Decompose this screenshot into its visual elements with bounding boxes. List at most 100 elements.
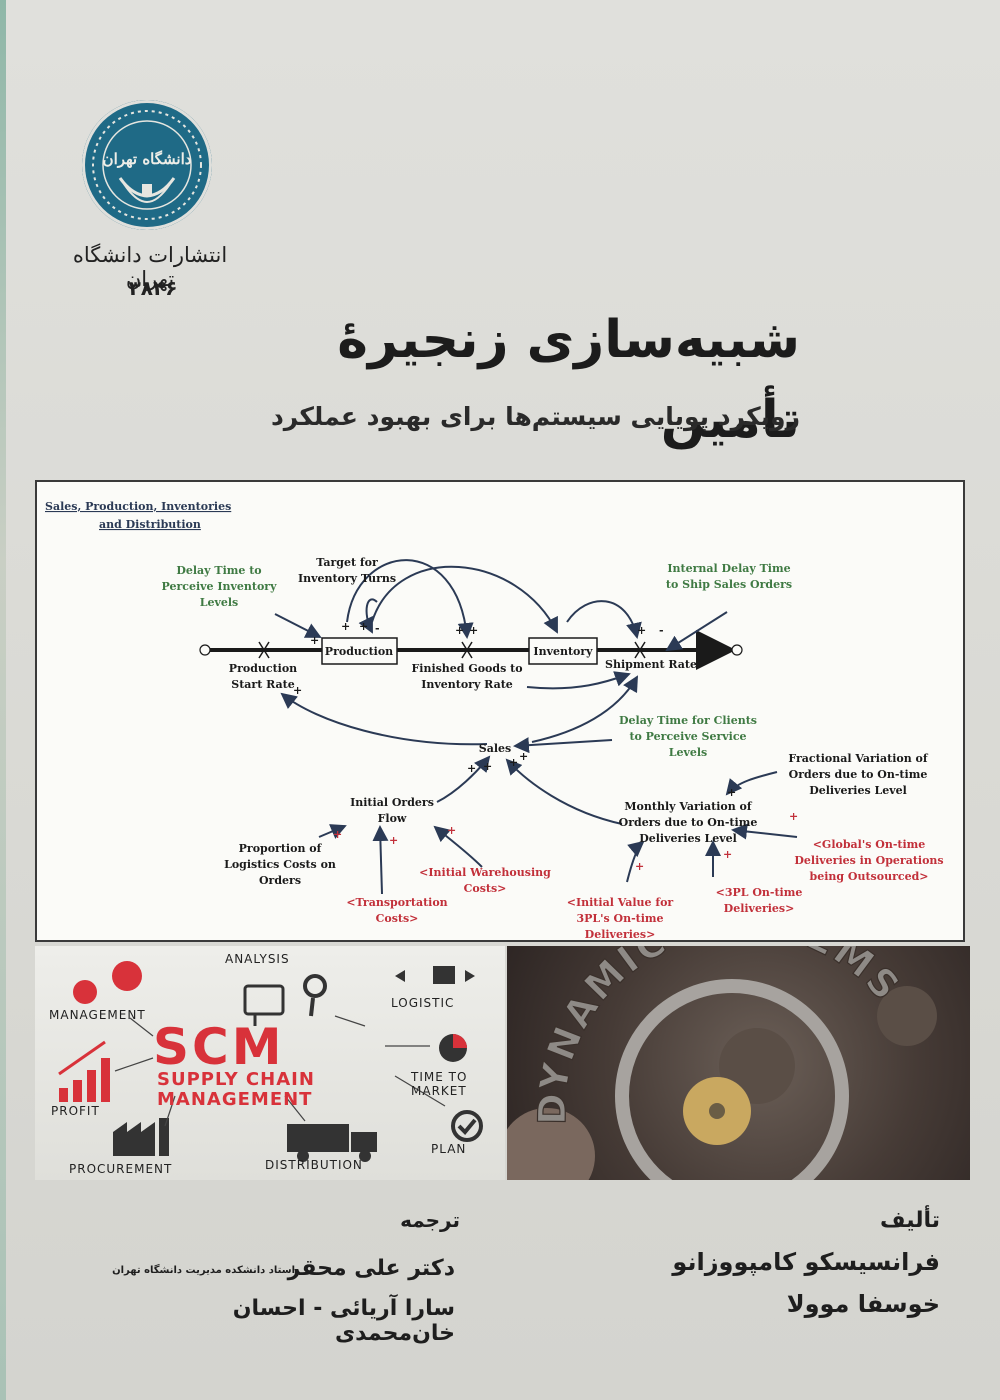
svg-text:+: +: [467, 762, 476, 775]
label-warehousing-1: <Initial Warehousing: [419, 866, 551, 879]
label-global-3: being Outsourced>: [810, 870, 929, 883]
label-shipment-rate: Shipment Rate: [605, 658, 697, 671]
svg-text:+: +: [359, 620, 368, 633]
svg-text:-: -: [659, 624, 664, 637]
scm-distribution: DISTRIBUTION: [265, 1158, 363, 1172]
scm-time-to-market: TIME TO MARKET: [411, 1070, 468, 1098]
plan-check-icon: [451, 1110, 483, 1142]
source-cloud-icon: [199, 644, 211, 656]
magnifier-icon: [303, 974, 327, 1017]
svg-text:+: +: [310, 634, 319, 647]
label-fractional-3: Deliveries Level: [809, 784, 907, 797]
author-1: فرانسیسکو کامپووزانو: [672, 1248, 940, 1276]
svg-text:+: +: [341, 620, 350, 633]
svg-text:-: -: [375, 622, 380, 635]
magnifier-ring-icon: [615, 979, 849, 1180]
svg-text:+: +: [483, 760, 492, 773]
translator-2: سارا آریائی - احسان خان‌محمدی: [232, 1296, 455, 1346]
logistic-icon: [395, 966, 475, 984]
label-initial-orders-1: Initial Orders: [350, 796, 434, 809]
scm-procurement: PROCUREMENT: [69, 1162, 173, 1176]
svg-text:+: +: [293, 684, 302, 697]
seal-text: دانشگاه تهران: [103, 150, 192, 168]
svg-text:+: +: [455, 624, 464, 637]
inventory-label: Inventory: [533, 645, 593, 658]
university-seal-icon: دانشگاه تهران: [82, 100, 212, 230]
microscope-icon: [243, 984, 285, 1026]
label-sales: Sales: [479, 742, 511, 755]
diagram-heading: Sales, Production, Inventories: [45, 500, 231, 513]
scm-analysis: ANALYSIS: [225, 952, 290, 966]
label-start-rate-2: Start Rate: [231, 678, 294, 691]
label-initial-3pl-1: <Initial Value for: [567, 896, 674, 909]
label-finished-goods-2: Inventory Rate: [421, 678, 513, 691]
author-heading: تألیف: [880, 1208, 940, 1233]
gears-icon: [73, 961, 142, 1004]
scm-plan: PLAN: [431, 1142, 467, 1156]
label-global-1: <Global's On-time: [813, 838, 926, 851]
production-label: Production: [325, 645, 393, 658]
label-internal-delay-2: to Ship Sales Orders: [666, 578, 792, 591]
label-warehousing-2: Costs>: [464, 882, 507, 895]
factory-icon: [113, 1118, 169, 1156]
diagram-heading-2: and Distribution: [99, 518, 201, 531]
translator-1-title: استاد دانشکده مدیریت دانشگاه تهران: [112, 1265, 295, 1276]
causal-loop-diagram: Sales, Production, Inventories and Distr…: [35, 480, 965, 942]
label-initial-orders-2: Flow: [378, 812, 407, 825]
gear-icon-2: [877, 986, 937, 1046]
pie-clock-icon: [439, 1034, 467, 1062]
svg-text:+: +: [723, 848, 732, 861]
profit-chart-icon: [58, 1040, 110, 1102]
label-monthly-3: Deliveries Level: [639, 832, 737, 845]
scm-image: ANALYSIS MANAGEMENT LOGISTIC SCM SUPPLY …: [35, 946, 505, 1180]
label-3pl-1: <3PL On-time: [716, 886, 803, 899]
svg-text:+: +: [635, 860, 644, 873]
book-subtitle: رویکرد پویایی سیستم‌ها برای بهبود عملکرد: [270, 402, 800, 431]
label-monthly-1: Monthly Variation of: [624, 800, 753, 813]
label-target-1: Target for: [316, 556, 378, 569]
publisher-name: انتشارات دانشگاه تهران: [72, 243, 228, 291]
label-delay-perceive-2: Perceive Inventory: [161, 580, 277, 593]
label-3pl-2: Deliveries>: [724, 902, 795, 915]
book-title: شبیه‌سازی زنجیرهٔ تأمین: [337, 310, 800, 450]
cover-edge: [0, 0, 6, 1400]
translator-heading: ترجمه: [400, 1208, 460, 1232]
label-initial-3pl-2: 3PL's On-time: [576, 912, 663, 925]
svg-text:+: +: [789, 810, 798, 823]
label-delay-perceive-1: Delay Time to: [176, 564, 261, 577]
label-proportion-2: Logistics Costs on: [224, 858, 336, 871]
label-initial-3pl-3: Deliveries>: [585, 928, 656, 940]
label-transport-2: Costs>: [376, 912, 419, 925]
production-stock: [321, 637, 398, 665]
author-2: خوسفا موولا: [786, 1290, 940, 1318]
svg-text:+: +: [637, 624, 646, 637]
scm-logistic: LOGISTIC: [391, 996, 455, 1010]
scm-management: MANAGEMENT: [49, 1008, 146, 1022]
svg-text:+: +: [333, 828, 342, 841]
label-proportion-1: Proportion of: [239, 842, 323, 855]
scm-profit: PROFIT: [51, 1104, 100, 1118]
scm-heading: SCM: [153, 1018, 285, 1076]
label-delay-clients-2: to Perceive Service: [629, 730, 746, 743]
svg-text:+: +: [389, 834, 398, 847]
label-transport-1: <Transportation: [346, 896, 447, 909]
label-proportion-3: Orders: [259, 874, 301, 887]
sink-cloud-icon: [731, 644, 743, 656]
translator-1: دکتر علی محقر: [287, 1256, 455, 1281]
label-fractional-2: Orders due to On-time: [789, 768, 928, 781]
label-delay-clients-3: Levels: [669, 746, 708, 759]
svg-text:+: +: [447, 824, 456, 837]
svg-text:+: +: [727, 786, 736, 799]
label-internal-delay-1: Internal Delay Time: [667, 562, 790, 575]
svg-text:+: +: [519, 750, 528, 763]
publication-number: ۳۸۴۶: [128, 276, 178, 300]
label-delay-perceive-3: Levels: [200, 596, 239, 609]
scm-subheading: SUPPLY CHAIN MANAGEMENT: [157, 1069, 315, 1110]
svg-text:+: +: [469, 624, 478, 637]
label-start-rate-1: Production: [229, 662, 297, 675]
label-monthly-2: Orders due to On-time: [619, 816, 758, 829]
label-delay-clients-1: Delay Time for Clients: [619, 714, 757, 727]
svg-text:+: +: [509, 756, 518, 769]
inventory-stock: [528, 637, 598, 665]
label-finished-goods-1: Finished Goods to: [411, 662, 522, 675]
